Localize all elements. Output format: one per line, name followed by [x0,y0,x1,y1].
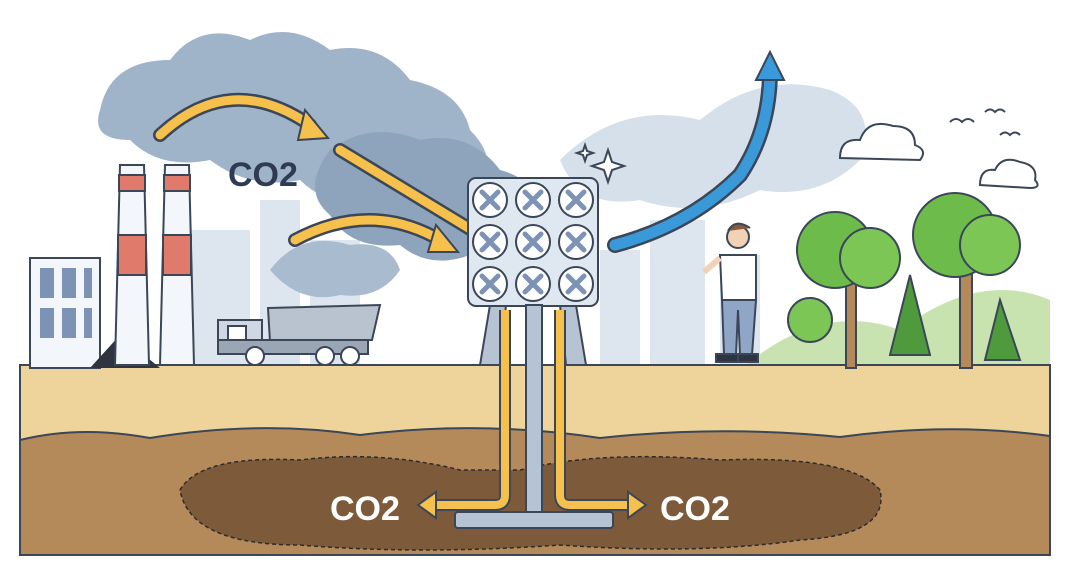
sparkle-icon [573,141,628,186]
capture-fan-array-icon [467,177,599,307]
cloud-icon [838,122,1039,190]
co2-label-left: CO2 [330,490,400,528]
emission-arrows-fill [155,95,485,245]
dump-truck-icon [217,303,382,366]
co2-label-right: CO2 [660,490,730,528]
person-icon [702,222,759,363]
co2-label-sky: CO2 [228,156,298,194]
tree-icon [787,192,1022,369]
factory-icon [29,257,160,369]
injection-pipe-icon [416,304,648,529]
bird-icon [949,108,1021,137]
chimney-icon [113,164,196,366]
clean-air-arrow [607,49,786,253]
